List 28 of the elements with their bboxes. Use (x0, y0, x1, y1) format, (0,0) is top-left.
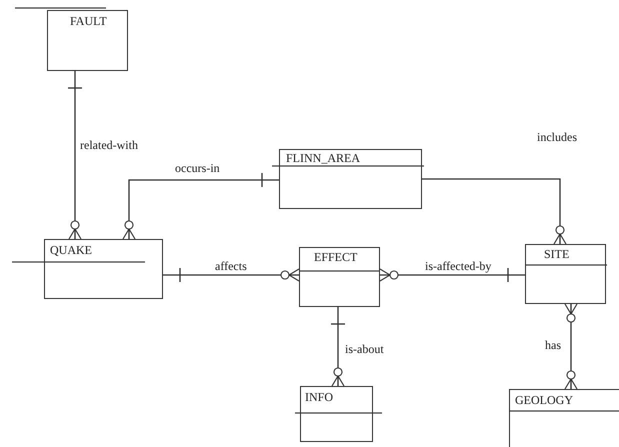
entity-name: QUAKE (50, 243, 92, 257)
entity-name: FAULT (70, 14, 107, 28)
entity-name: GEOLOGY (515, 393, 573, 407)
edge-label: has (545, 338, 561, 352)
relationship-line (67, 71, 83, 240)
entity-name: SITE (544, 247, 570, 261)
edge-label: includes (537, 130, 577, 144)
edge-label: related-with (80, 138, 138, 152)
relationship-line (564, 303, 578, 390)
entity-box (44, 239, 163, 299)
edge-label: is-about (345, 342, 384, 356)
relationship-line (379, 267, 525, 283)
relationship-line (422, 178, 567, 245)
entity-box (509, 389, 619, 447)
entity-box (279, 149, 422, 209)
edge-label: affects (215, 259, 247, 273)
entity-name: INFO (305, 390, 334, 404)
entity-box (299, 247, 380, 307)
entity-box (300, 386, 373, 442)
entity-box (525, 244, 606, 304)
entity-name: EFFECT (314, 250, 358, 264)
relationship-line (163, 267, 300, 283)
relationship-line (122, 172, 279, 240)
entity-name: FLINN_AREA (286, 151, 360, 165)
relationship-line (330, 307, 346, 387)
entity-box (47, 10, 128, 71)
edge-label: is-affected-by (425, 259, 492, 273)
edge-label: occurs-in (175, 161, 220, 175)
